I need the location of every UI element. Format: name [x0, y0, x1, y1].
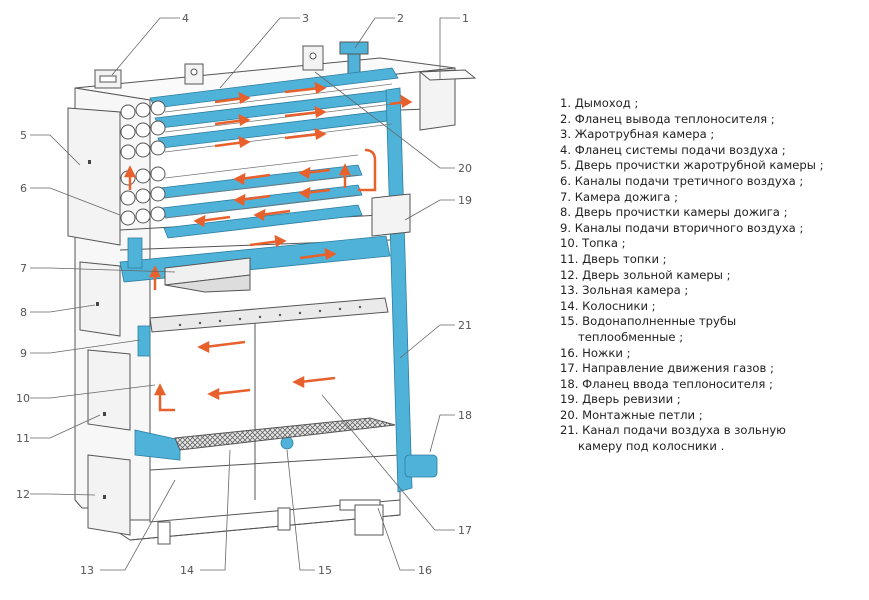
legend-item: 11. Дверь топки ;: [560, 251, 667, 266]
legend-item: 14. Колосники ;: [560, 298, 656, 313]
callout-18: 18: [458, 409, 472, 422]
legend-item: 17. Направление движения газов ;: [560, 361, 774, 376]
fire-tubes: [120, 100, 166, 226]
callout-12: 12: [16, 488, 30, 501]
callout-10: 10: [16, 392, 30, 405]
legend-item: 10. Топка ;: [560, 236, 626, 251]
firebox-door: [87, 349, 131, 431]
callout-numbers: 1 2 3 4 5 6 7 8 9 10 11 12 13 14 15 16 1…: [16, 12, 472, 577]
gas-flow-arrows: [123, 81, 413, 412]
legend-item: 6. Каналы подачи третичного воздуха ;: [560, 173, 804, 188]
callout-15: 15: [318, 564, 332, 577]
top-fittings: [94, 41, 477, 131]
callout-17: 17: [458, 524, 472, 537]
callout-19: 19: [458, 194, 472, 207]
legend-item: 20. Монтажные петли ;: [560, 407, 703, 422]
legend-item: 8. Дверь прочистки камеры дожига ;: [560, 205, 788, 220]
water-jacket: [119, 67, 438, 493]
callout-20: 20: [458, 162, 472, 175]
secondary-air-channel: [149, 297, 389, 333]
grate-bars: [174, 417, 396, 451]
afterburn-cleaning-door: [79, 261, 121, 337]
left-doors: [67, 107, 131, 536]
legend-list: 1. Дымоход ; 2. Фланец вывода теплоносит…: [560, 96, 860, 455]
callout-7: 7: [20, 262, 27, 275]
callout-21: 21: [458, 319, 472, 332]
callout-3: 3: [302, 12, 309, 25]
callout-5: 5: [20, 129, 27, 142]
callout-11: 11: [16, 432, 30, 445]
legend-item: 3. Жаротрубная камера ;: [560, 127, 715, 142]
legend-item: 12. Дверь зольной камеры ;: [560, 267, 731, 282]
legend-item: 4. Фланец системы подачи воздуха ;: [560, 142, 786, 157]
callout-4: 4: [182, 12, 189, 25]
callout-9: 9: [20, 347, 27, 360]
legend-item: 9. Каналы подачи вторичного воздуха ;: [560, 220, 804, 235]
legend-item: 18. Фланец ввода теплоносителя ;: [560, 376, 773, 391]
legend-item: 1. Дымоход ;: [560, 96, 639, 110]
legend-item: 2. Фланец вывода теплоносителя ;: [560, 111, 775, 126]
callout-leaders: [30, 17, 460, 571]
callout-16: 16: [418, 564, 432, 577]
ash-chamber-door: [87, 454, 131, 536]
legend-item: 5. Дверь прочистки жаротрубной камеры ;: [560, 158, 824, 173]
callout-6: 6: [20, 182, 27, 195]
callout-2: 2: [397, 12, 404, 25]
legend-item: 19. Дверь ревизии ;: [560, 392, 681, 407]
legend-item: 7. Камера дожига ;: [560, 189, 678, 204]
afterburn-chamber: [164, 257, 251, 293]
callout-8: 8: [20, 306, 27, 319]
legend-item: 13. Зольная камера ;: [560, 283, 689, 298]
legend-item: 16. Ножки ;: [560, 345, 631, 360]
outlet-flange: [339, 41, 369, 55]
callout-1: 1: [462, 12, 469, 25]
firetube-cleaning-door: [67, 107, 121, 246]
revision-door: [371, 193, 411, 237]
callout-14: 14: [180, 564, 194, 577]
callout-13: 13: [80, 564, 94, 577]
